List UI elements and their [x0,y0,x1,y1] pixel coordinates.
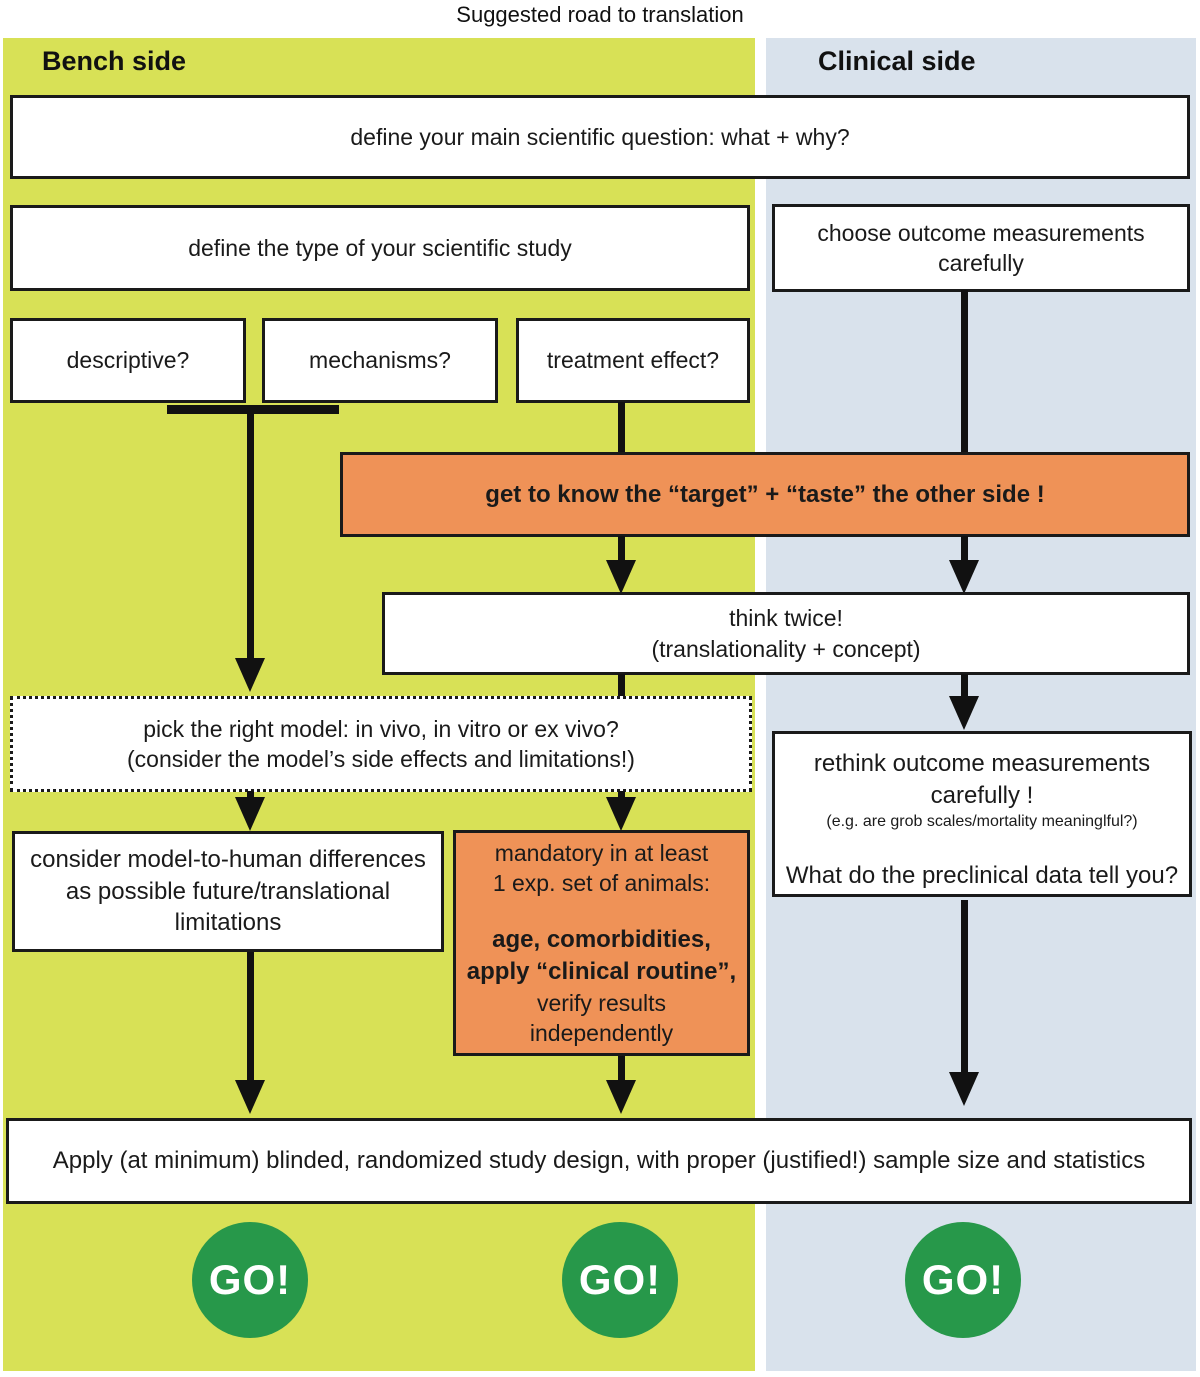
go-badge-bench-left: GO! [192,1222,308,1338]
consider-line2: as possible future/translational [65,877,391,905]
arrow-target-to-thinktwice-right-shaft [961,536,968,562]
box-descriptive: descriptive? [10,318,246,403]
think-twice-line1: think twice! [729,605,843,632]
bench-side-header: Bench side [42,46,187,76]
rethink-line1: rethink outcome measurements [813,750,1151,777]
arrow-pickmodel-to-mandatory-shaft [618,791,625,799]
box-main-question: define your main scientific question: wh… [10,95,1190,179]
pick-model-line1: pick the right model: in vivo, in vitro … [143,715,619,742]
rethink-question: What do the preclinical data tell you? [785,861,1179,889]
rethink-line2: carefully ! [930,781,1034,809]
arrow-thinktwice-to-rethink-head [949,696,979,730]
mechanisms-text: mechanisms? [309,347,451,374]
main-question-text: define your main scientific question: wh… [350,123,850,150]
arrow-thinktwice-to-rethink-shaft [961,674,968,698]
arrow-pickmodel-to-consider-shaft [247,791,254,799]
consider-line1: consider model-to-human differences [30,845,426,873]
treatment-effect-text: treatment effect? [546,347,720,374]
mandatory-rest1: verify results [536,989,667,1016]
box-choose-outcome: choose outcome measurements carefully [772,204,1190,292]
go-badge-bench-right: GO! [562,1222,678,1338]
arrow-rethink-to-apply-head [949,1072,979,1106]
go-badge-clinical: GO! [905,1222,1021,1338]
mandatory-rest2: independently [529,1020,674,1047]
box-mandatory-animals: mandatory in at least 1 exp. set of anim… [453,830,750,1056]
mandatory-intro2: 1 exp. set of animals: [492,869,711,896]
arrow-pickmodel-to-mandatory-head [606,797,636,831]
diagram-title: Suggested road to translation [456,2,744,27]
think-twice-line2: (translationality + concept) [651,635,921,662]
mandatory-bold2: apply “clinical routine”, [466,958,737,985]
define-study-type-text: define the type of your scientific study [188,234,572,261]
arrow-rethink-to-apply-shaft [961,900,968,1072]
box-think-twice: think twice! (translationality + concept… [382,592,1190,675]
arrow-target-to-thinktwice-left-head [606,560,636,594]
get-to-know-target-text: get to know the “target” + “taste” the o… [485,480,1045,508]
apply-design-text: Apply (at minimum) blinded, randomized s… [52,1147,1146,1175]
line-thinktwice-to-pick-model [618,674,625,698]
rethink-note: (e.g. are grob scales/mortality meaningl… [826,813,1138,831]
arrow-pickmodel-to-consider-head [235,797,265,831]
mandatory-intro1: mandatory in at least [494,839,709,866]
pick-model-line2: (consider the model’s side effects and l… [127,746,635,772]
go-badge-label: GO! [921,1256,1005,1303]
arrow-consider-to-apply-head [235,1080,265,1114]
mandatory-bold1: age, comorbidities, [492,926,711,954]
box-rethink-outcome: rethink outcome measurements carefully !… [772,731,1192,897]
choose-outcome-line2: carefully [938,250,1024,276]
clinical-side-header: Clinical side [818,46,976,76]
box-consider-differences: consider model-to-human differences as p… [12,831,444,952]
choose-outcome-line1: choose outcome measurements [817,219,1145,246]
line-outcome-to-target [961,290,968,454]
line-treatment-to-target [618,402,625,454]
box-apply-design: Apply (at minimum) blinded, randomized s… [6,1118,1192,1204]
descriptive-text: descriptive? [66,347,190,374]
arrow-mandatory-to-apply-head [606,1080,636,1114]
arrow-merge-to-pick-model-head [235,658,265,692]
arrow-merge-to-pick-model-shaft [247,405,254,658]
box-pick-model: pick the right model: in vivo, in vitro … [10,696,752,792]
box-define-study-type: define the type of your scientific study [10,205,750,291]
go-badge-label: GO! [578,1256,662,1303]
box-mechanisms: mechanisms? [262,318,498,403]
box-treatment-effect: treatment effect? [516,318,750,403]
arrow-consider-to-apply-shaft [247,952,254,1080]
arrow-mandatory-to-apply-shaft [618,1056,625,1080]
consider-line3: limitations [174,909,282,937]
arrow-target-to-thinktwice-left-shaft [618,536,625,562]
box-get-to-know-target: get to know the “target” + “taste” the o… [340,452,1190,537]
arrow-target-to-thinktwice-right-head [949,560,979,594]
go-badge-label: GO! [208,1256,292,1303]
